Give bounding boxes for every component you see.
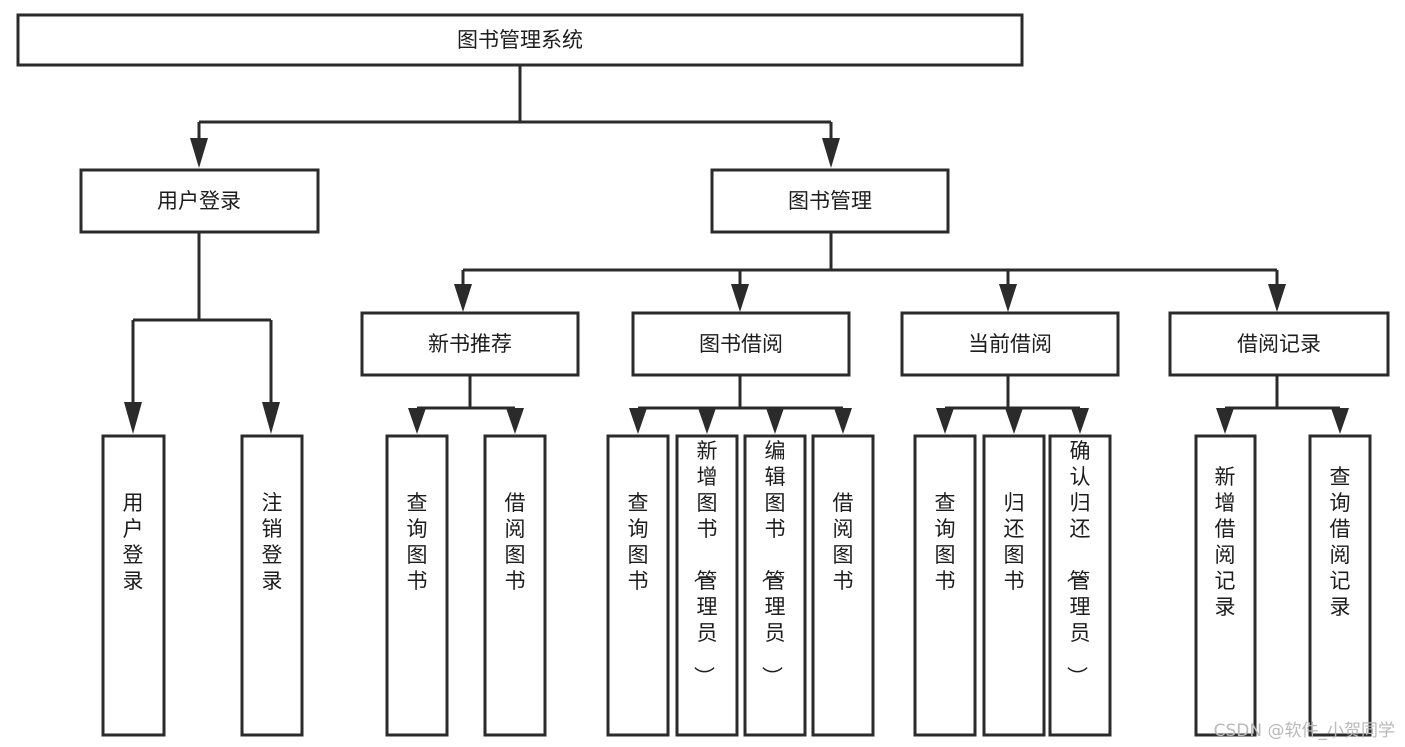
- node-new-book-recommend-label: 新书推荐: [428, 332, 512, 356]
- leaf-borrow-book-bo[interactable]: 借阅图书: [811, 434, 875, 737]
- leaf-return-book-label: 归还图书: [1004, 491, 1025, 593]
- connector-group-userlogin-to-leaves: [124, 232, 280, 434]
- leaf-query-book-bo[interactable]: 查询图书: [606, 434, 670, 737]
- leaf-logout[interactable]: 注销登录: [240, 434, 304, 737]
- leaf-borrow-book-nb-label: 借阅图书: [505, 491, 526, 593]
- leaf-query-book-nb[interactable]: 查询图书: [385, 434, 449, 737]
- leaf-add-borrow-record-label: 新增借阅记录: [1215, 465, 1236, 619]
- leaf-borrow-book-bo-box[interactable]: [811, 434, 875, 737]
- leaf-query-book-cu[interactable]: 查询图书: [913, 434, 977, 737]
- connector-group-bookmgmt-to-level3: [454, 232, 1286, 312]
- leaf-confirm-return-admin-label: 确认归还（管理员）: [1065, 439, 1091, 687]
- arrow-head-bo2: [698, 408, 716, 434]
- leaf-add-book-admin-box[interactable]: [675, 434, 739, 737]
- leaf-user-login-box[interactable]: [101, 434, 166, 737]
- leaf-confirm-return-admin-box[interactable]: [1048, 434, 1112, 737]
- arrow-head-bo3: [766, 408, 784, 434]
- leaf-user-login-label: 用户登录: [123, 491, 144, 593]
- connector-group-root-to-level2: [190, 65, 840, 168]
- leaf-user-login[interactable]: 用户登录: [101, 434, 166, 737]
- arrow-head-re1: [1216, 408, 1234, 434]
- node-new-book-recommend[interactable]: 新书推荐: [360, 311, 580, 377]
- node-book-management[interactable]: 图书管理: [710, 168, 950, 234]
- leaf-return-book[interactable]: 归还图书: [982, 434, 1046, 737]
- arrow-head-cu3: [1071, 408, 1089, 434]
- leaf-query-book-bo-box[interactable]: [606, 434, 670, 737]
- node-current-borrow-box[interactable]: [900, 311, 1120, 377]
- connector-group-borrow-to-leaves: [629, 375, 852, 434]
- leaf-logout-label: 注销登录: [262, 491, 283, 593]
- arrow-head-leaf-user-login: [124, 402, 142, 434]
- leaf-edit-book-admin-box[interactable]: [743, 434, 807, 737]
- leaf-add-borrow-record[interactable]: 新增借阅记录: [1194, 434, 1257, 737]
- arrow-head-user-login: [190, 138, 208, 168]
- arrow-head-nb1: [408, 408, 426, 434]
- leaf-confirm-return-admin[interactable]: 确认归还（管理员）: [1048, 434, 1112, 737]
- leaf-add-book-admin[interactable]: 新增图书（管理员）: [675, 434, 739, 737]
- arrow-head-bo1: [629, 408, 647, 434]
- leaf-query-book-nb-label: 查询图书: [407, 491, 428, 593]
- arrow-head-re2: [1331, 408, 1349, 434]
- node-book-management-label: 图书管理: [788, 189, 872, 213]
- leaf-add-book-admin-label: 新增图书（管理员）: [692, 439, 718, 687]
- node-borrow-records-label: 借阅记录: [1237, 332, 1321, 356]
- arrow-head-cu1: [936, 408, 954, 434]
- node-root-label: 图书管理系统: [457, 28, 583, 52]
- leaf-edit-book-admin-label: 编辑图书（管理员）: [760, 439, 786, 687]
- arrow-head-bo4: [834, 408, 852, 434]
- node-book-borrow-label: 图书借阅: [699, 332, 783, 356]
- arrow-head-borrow: [731, 284, 749, 312]
- arrow-head-cu2: [1005, 408, 1023, 434]
- leaf-borrow-book-nb[interactable]: 借阅图书: [483, 434, 547, 737]
- node-book-borrow[interactable]: 图书借阅: [631, 311, 851, 377]
- leaf-query-borrow-record-box[interactable]: [1308, 434, 1372, 737]
- leaf-query-borrow-record[interactable]: 查询借阅记录: [1308, 434, 1372, 737]
- leaf-query-book-nb-box[interactable]: [385, 434, 449, 737]
- node-current-borrow-label: 当前借阅: [968, 332, 1052, 356]
- node-book-borrow-box[interactable]: [631, 311, 851, 377]
- leaf-return-book-box[interactable]: [982, 434, 1046, 737]
- arrow-head-leaf-logout: [262, 402, 280, 434]
- arrow-head-current: [999, 284, 1017, 312]
- arrow-head-newbook: [454, 284, 472, 312]
- leaf-add-borrow-record-box[interactable]: [1194, 434, 1257, 737]
- node-user-login[interactable]: 用户登录: [79, 168, 320, 234]
- node-new-book-recommend-box[interactable]: [360, 311, 580, 377]
- leaf-borrow-book-bo-label: 借阅图书: [833, 491, 854, 593]
- leaf-logout-box[interactable]: [240, 434, 304, 737]
- leaf-query-book-bo-label: 查询图书: [628, 491, 649, 593]
- leaf-borrow-book-nb-box[interactable]: [483, 434, 547, 737]
- node-book-management-box[interactable]: [710, 168, 950, 234]
- connector-group-records-to-leaves: [1216, 375, 1349, 434]
- node-root[interactable]: 图书管理系统: [16, 13, 1024, 67]
- arrow-head-records: [1268, 284, 1286, 312]
- leaf-query-book-cu-box[interactable]: [913, 434, 977, 737]
- node-user-login-label: 用户登录: [157, 189, 241, 213]
- node-borrow-records-box[interactable]: [1168, 311, 1390, 377]
- node-user-login-box[interactable]: [79, 168, 320, 234]
- leaf-query-borrow-record-label: 查询借阅记录: [1330, 465, 1351, 619]
- arrow-head-book-mgmt: [822, 138, 840, 168]
- connector-group-current-to-leaves: [936, 375, 1089, 434]
- leaf-edit-book-admin[interactable]: 编辑图书（管理员）: [743, 434, 807, 737]
- arrow-head-nb2: [506, 408, 524, 434]
- node-borrow-records[interactable]: 借阅记录: [1168, 311, 1390, 377]
- node-root-box[interactable]: [16, 13, 1024, 67]
- node-current-borrow[interactable]: 当前借阅: [900, 311, 1120, 377]
- csdn-watermark: CSDN @软件_小贺同学: [1213, 721, 1395, 741]
- connector-group-newbook-to-leaves: [408, 375, 524, 434]
- leaf-query-book-cu-label: 查询图书: [935, 491, 956, 593]
